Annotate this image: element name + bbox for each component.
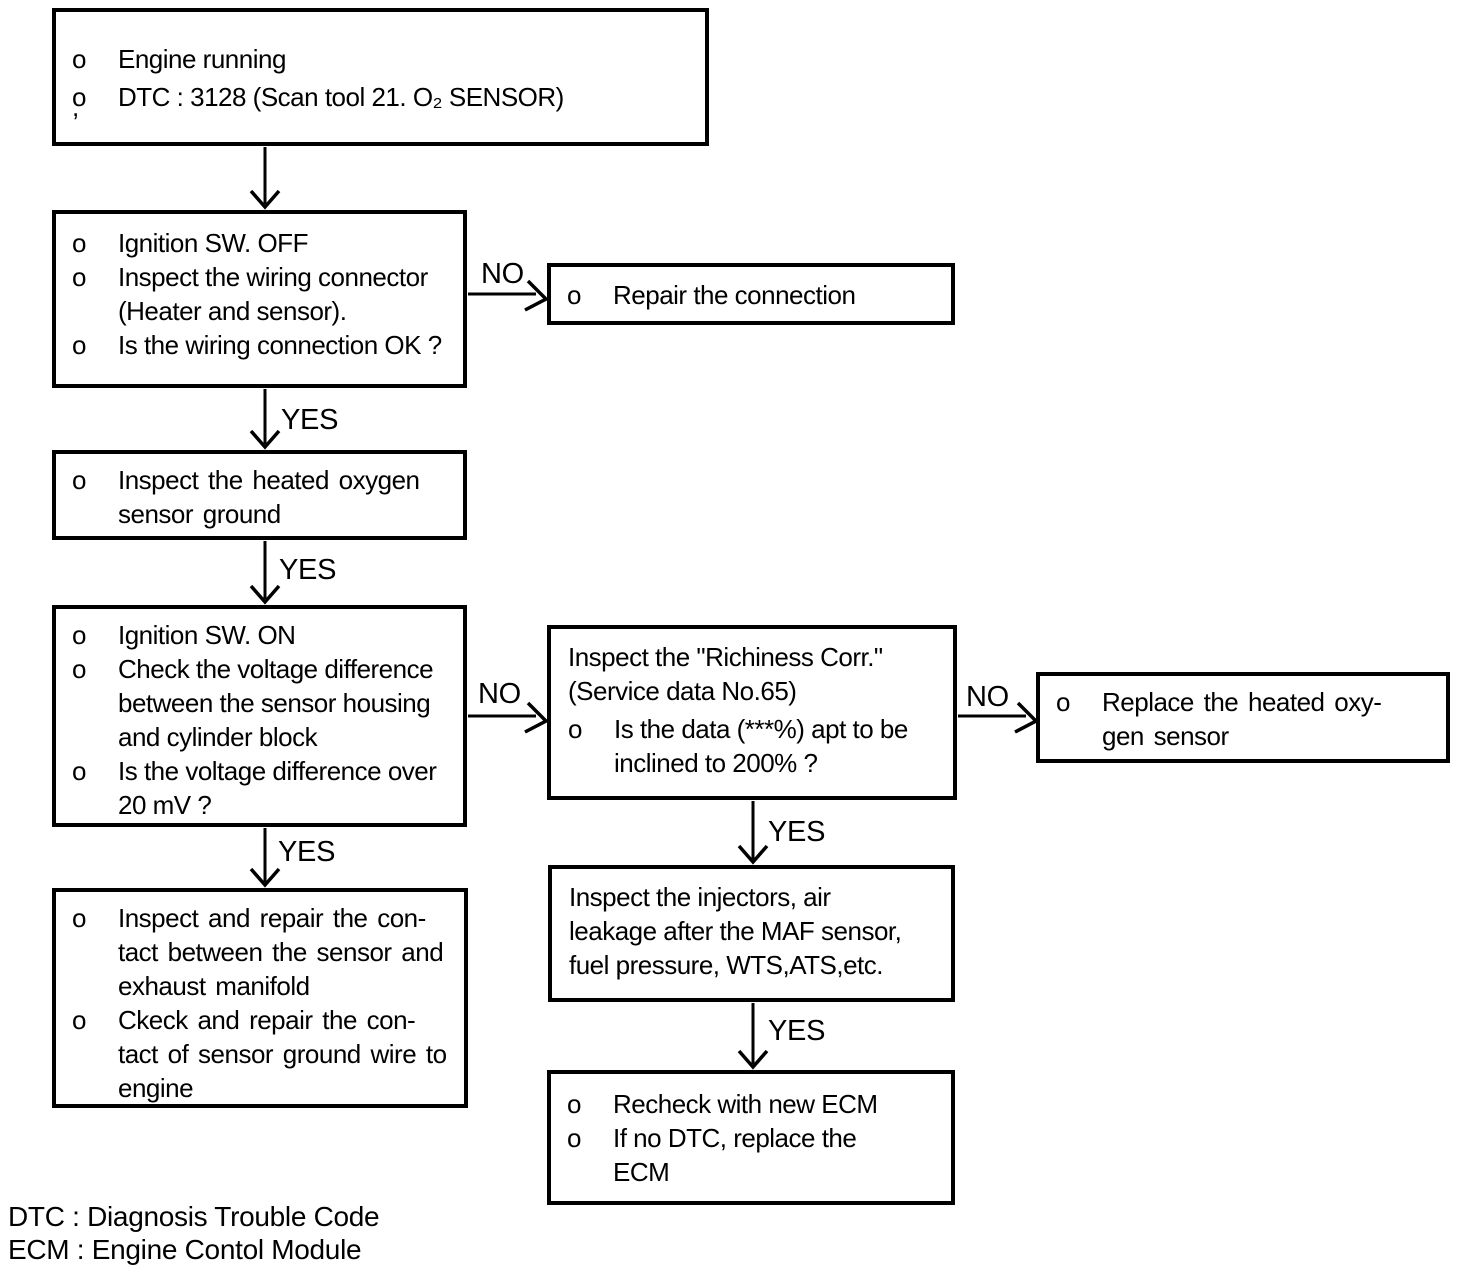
node-check-wiring-connector: o Ignition SW. OFF o Inspect the wiring … <box>52 210 467 388</box>
node-repair-sensor-contact: o Inspect and repair the con- tact betwe… <box>52 888 468 1108</box>
node-repair-connection: o Repair the connection <box>547 263 955 325</box>
list-item: o Is the wiring connection OK ? <box>72 328 459 362</box>
node-richness-correction-check: Inspect the "Richiness Corr." (Service d… <box>547 625 957 800</box>
step-inspect-connector: Inspect the wiring connector (Heater and… <box>118 262 428 326</box>
bullet-marker: o <box>567 280 581 310</box>
edge-label-no-3: NO <box>966 681 1009 713</box>
node-replace-oxygen-sensor: o Replace the heated oxy- gen sensor <box>1036 672 1450 763</box>
edge-label-yes-4: YES <box>768 816 826 848</box>
list-item: o Ckeck and repair the con- tact of sens… <box>72 1003 460 1105</box>
bullet-marker: o <box>72 1005 86 1035</box>
scan-artifact: , <box>72 92 79 122</box>
bullet-marker: o <box>567 1123 581 1153</box>
action-repair-connection: Repair the connection <box>613 280 856 310</box>
list-item: o Ignition SW. ON <box>72 618 459 652</box>
question-wiring-ok: Is the wiring connection OK ? <box>118 330 442 360</box>
arrowhead-yes-4 <box>737 844 769 865</box>
arrowhead-yes-2 <box>249 584 281 605</box>
edge-label-no-2: NO <box>478 678 521 710</box>
bullet-marker: o <box>72 82 86 112</box>
bullet-marker: o <box>72 228 86 258</box>
edge-label-no-1: NO <box>481 258 524 290</box>
list-item: o If no DTC, replace the ECM <box>567 1121 947 1189</box>
step-ignition-off: Ignition SW. OFF <box>118 228 308 258</box>
bullet-marker: o <box>72 465 86 495</box>
bullet-marker: o <box>72 903 86 933</box>
step-inspect-ground: Inspect the heated oxygen sensor ground <box>118 465 420 529</box>
node-voltage-difference-check: o Ignition SW. ON o Check the voltage di… <box>52 605 467 827</box>
edge-label-yes-3: YES <box>278 836 336 868</box>
step-inspect-richness: Inspect the "Richiness Corr." (Service d… <box>568 642 883 706</box>
list-item: o Ignition SW. OFF <box>72 226 459 260</box>
bullet-marker: o <box>567 1089 581 1119</box>
step-inspect-injectors: Inspect the injectors, air leakage after… <box>569 882 902 980</box>
bullet-marker: o <box>568 714 582 744</box>
node-inspect-injectors: Inspect the injectors, air leakage after… <box>548 865 955 1002</box>
edge-label-yes-2: YES <box>279 554 337 586</box>
list-item: o Repair the connection <box>567 278 947 312</box>
list-item: o Inspect the heated oxygen sensor groun… <box>72 463 459 531</box>
arrowhead-yes-1 <box>249 429 281 450</box>
list-item: o DTC : 3128 (Scan tool 21. O₂ SENSOR) <box>72 78 697 116</box>
arrowhead-down-start <box>249 189 281 210</box>
node-inspect-sensor-ground: o Inspect the heated oxygen sensor groun… <box>52 450 467 540</box>
bullet-marker: o <box>72 262 86 292</box>
list-item: o Inspect and repair the con- tact betwe… <box>72 901 460 1003</box>
list-item: o Replace the heated oxy- gen sensor <box>1056 685 1442 753</box>
question-voltage-over-20mv: Is the voltage difference over 20 mV ? <box>118 756 437 820</box>
action-repair-ground-wire: Ckeck and repair the con- tact of sensor… <box>118 1005 447 1103</box>
legend-dtc: DTC : Diagnosis Trouble Code <box>8 1201 380 1232</box>
legend: DTC : Diagnosis Trouble Code ECM : Engin… <box>8 1200 380 1266</box>
action-replace-ecm: If no DTC, replace the ECM <box>613 1123 857 1187</box>
symptom-dtc-code: DTC : 3128 (Scan tool 21. O₂ SENSOR) <box>118 82 564 112</box>
legend-ecm: ECM : Engine Contol Module <box>8 1234 362 1265</box>
action-replace-sensor: Replace the heated oxy- gen sensor <box>1102 687 1382 751</box>
bullet-marker: o <box>72 330 86 360</box>
list-item: o Is the voltage difference over 20 mV ? <box>72 754 459 822</box>
step-check-voltage: Check the voltage difference between the… <box>118 654 434 752</box>
bullet-marker: o <box>1056 687 1070 717</box>
list-item: o Recheck with new ECM <box>567 1087 947 1121</box>
bullet-marker: o <box>72 44 86 74</box>
edge-label-yes-5: YES <box>768 1015 826 1047</box>
edge-label-yes-1: YES <box>281 404 339 436</box>
arrowhead-no-repair <box>524 279 549 312</box>
symptom-engine-running: Engine running <box>118 44 286 74</box>
node-recheck-ecm: o Recheck with new ECM o If no DTC, repl… <box>547 1070 955 1205</box>
arrowhead-yes-3 <box>249 867 281 888</box>
node-symptom: o Engine running o DTC : 3128 (Scan tool… <box>52 8 709 146</box>
bullet-marker: o <box>72 654 86 684</box>
bullet-marker: o <box>72 620 86 650</box>
step-ignition-on: Ignition SW. ON <box>118 620 296 650</box>
bullet-marker: o <box>72 756 86 786</box>
arrowhead-no-richness <box>524 701 549 734</box>
question-data-inclined-200: Is the data (***%) apt to be inclined to… <box>614 714 908 778</box>
list-item: o Engine running <box>72 40 697 78</box>
arrowhead-yes-5 <box>737 1049 769 1070</box>
action-repair-manifold-contact: Inspect and repair the con- tact between… <box>118 903 444 1001</box>
action-recheck-new-ecm: Recheck with new ECM <box>613 1089 878 1119</box>
list-item: o Is the data (***%) apt to be inclined … <box>568 712 949 780</box>
list-item: o Check the voltage difference between t… <box>72 652 459 754</box>
list-item: o Inspect the wiring connector (Heater a… <box>72 260 459 328</box>
